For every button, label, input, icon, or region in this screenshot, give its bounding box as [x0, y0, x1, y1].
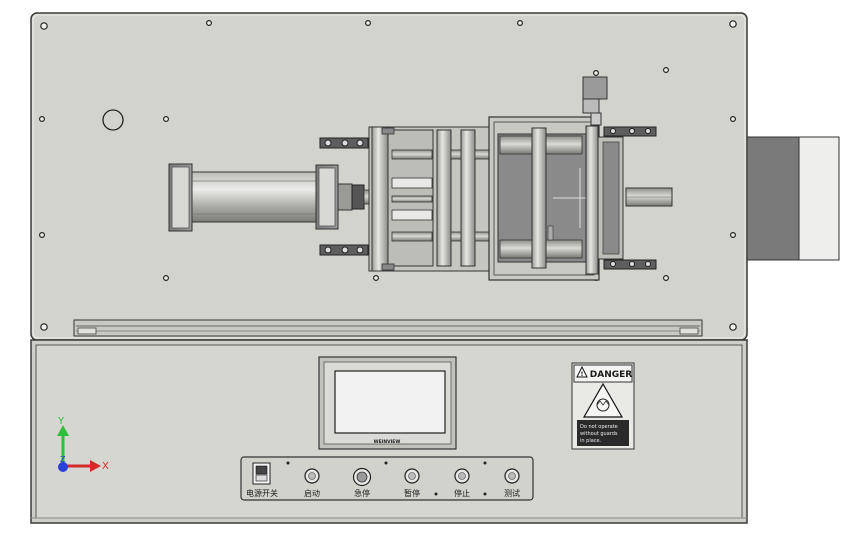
pause-button[interactable]	[404, 468, 420, 484]
test-button[interactable]	[504, 468, 520, 484]
svg-text:!: !	[581, 371, 584, 378]
pneumatic-cylinder[interactable]	[168, 163, 375, 232]
power-switch-label: 电源开关	[246, 488, 278, 498]
emergency-stop-label: 急停	[354, 488, 370, 498]
hand-crush-hazard-icon	[582, 382, 624, 418]
guide-rail	[73, 319, 703, 337]
start-button[interactable]	[304, 468, 320, 484]
axis-z-label: Z	[60, 455, 66, 464]
orientation-triad[interactable]: Y X Z	[57, 416, 109, 472]
emergency-stop-button[interactable]	[352, 467, 372, 487]
pause-button-label: 暂停	[404, 488, 420, 498]
stop-button-label: 停止	[454, 488, 470, 498]
danger-text-line-3: in place.	[580, 438, 602, 444]
danger-label: ! DANGER Do not operate without guards i…	[571, 362, 635, 450]
hmi-touchscreen[interactable]: WEINVIEW	[318, 356, 457, 450]
button-panel	[240, 456, 534, 501]
clamp-brackets	[319, 137, 369, 256]
test-button-label: 测试	[504, 488, 520, 498]
power-switch[interactable]	[252, 462, 271, 485]
test-chamber[interactable]	[488, 76, 673, 281]
hmi-brand-caption: WEINVIEW	[374, 439, 401, 445]
axis-y-label: Y	[57, 416, 65, 427]
danger-text-line-2: without guards	[580, 431, 618, 437]
warning-triangle-icon	[576, 365, 588, 378]
axis-x-label: X	[102, 461, 109, 472]
guide-assembly[interactable]	[368, 126, 490, 272]
danger-text-line-1: Do not operate	[580, 424, 618, 430]
danger-title: DANGER	[590, 370, 633, 380]
start-button-label: 启动	[304, 488, 320, 498]
side-enclosure	[746, 136, 840, 261]
stop-button[interactable]	[454, 468, 470, 484]
